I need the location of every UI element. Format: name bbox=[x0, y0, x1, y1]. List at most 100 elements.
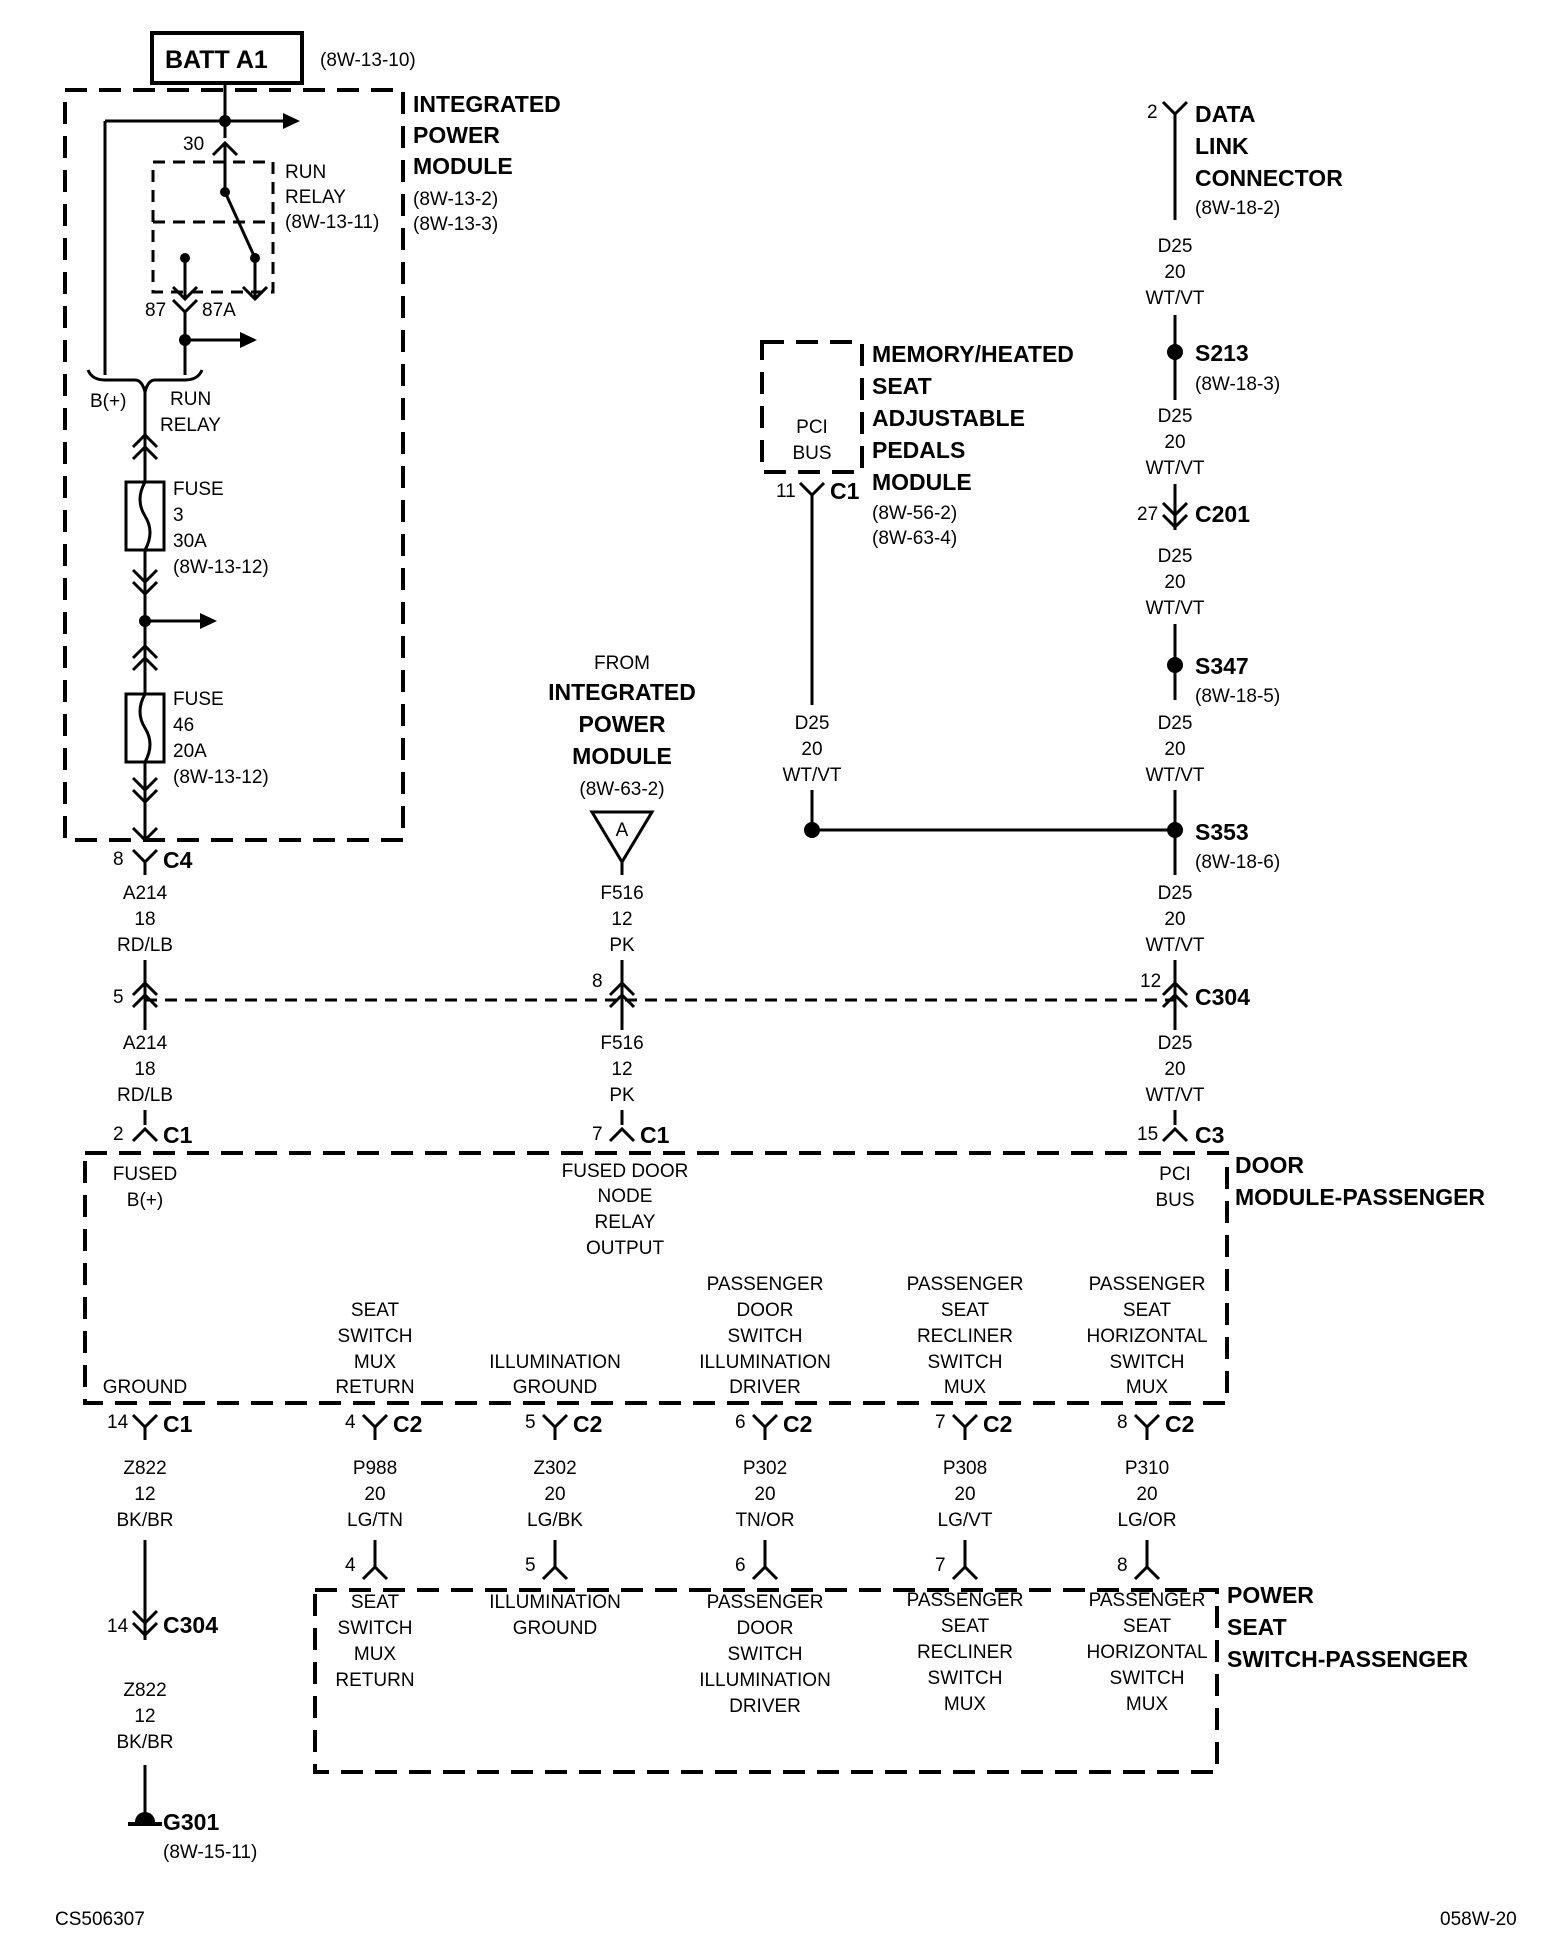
memseat-label-2: SEAT bbox=[872, 373, 932, 399]
dm-p6-4: ILLUMINATION bbox=[699, 1352, 831, 1373]
d25-gauge-6: 20 bbox=[1164, 1059, 1185, 1080]
z822-code-2: Z822 bbox=[123, 1680, 166, 1701]
dlc-pin: 2 bbox=[1147, 102, 1158, 123]
connector-icon bbox=[361, 1564, 389, 1581]
d25-code-5: D25 bbox=[1158, 883, 1193, 904]
batt-box bbox=[150, 31, 304, 85]
pss-p8-3: HORIZONTAL bbox=[1086, 1642, 1207, 1663]
memseat-conn: C1 bbox=[830, 478, 860, 504]
c4-pin: 8 bbox=[113, 849, 124, 870]
pss-p4-1: SEAT bbox=[351, 1592, 400, 1613]
d25-color-4: WT/VT bbox=[1145, 765, 1204, 786]
door-module-box bbox=[83, 1151, 1229, 1405]
g301-ref: (8W-15-11) bbox=[163, 1842, 257, 1863]
dlc-ref: (8W-18-2) bbox=[1195, 198, 1280, 219]
z822-gauge: 12 bbox=[134, 1484, 155, 1505]
p988-color: LG/TN bbox=[347, 1510, 403, 1531]
connector-icon bbox=[608, 1126, 636, 1143]
a214-color: RD/LB bbox=[117, 935, 173, 956]
z302-gauge: 20 bbox=[544, 1484, 565, 1505]
dlc-label-2: LINK bbox=[1195, 133, 1249, 159]
from-label: FROM bbox=[594, 653, 650, 674]
dlc-label-3: CONNECTOR bbox=[1195, 165, 1343, 191]
pss-p6-1: PASSENGER bbox=[707, 1592, 824, 1613]
p4-pin: 4 bbox=[345, 1412, 356, 1433]
footer-right: 058W-20 bbox=[1440, 1909, 1517, 1930]
dm-p6-1: PASSENGER bbox=[707, 1274, 824, 1295]
c1a-pin: 2 bbox=[113, 1124, 124, 1145]
dm-p4-3: MUX bbox=[354, 1352, 397, 1373]
d25-gauge-3: 20 bbox=[1164, 572, 1185, 593]
z822-code: Z822 bbox=[123, 1458, 166, 1479]
p4-conn: C2 bbox=[393, 1411, 422, 1437]
fuse-element bbox=[138, 481, 152, 551]
d25-color-6: WT/VT bbox=[1145, 1085, 1204, 1106]
pss-label-3: SWITCH-PASSENGER bbox=[1227, 1646, 1468, 1672]
connector-icon bbox=[131, 826, 159, 843]
c3-label-1: PCI bbox=[1159, 1164, 1191, 1185]
d25-gauge-m: 20 bbox=[801, 739, 822, 760]
fuse3-ref: (8W-13-12) bbox=[173, 557, 269, 578]
pss-p7-2: SEAT bbox=[941, 1616, 990, 1637]
dm-p8-4: SWITCH bbox=[1110, 1352, 1185, 1373]
ipm-label-2: POWER bbox=[413, 122, 500, 148]
connector-icon bbox=[951, 1413, 979, 1430]
splice-dot bbox=[1167, 657, 1183, 673]
a214-gauge: 18 bbox=[134, 909, 155, 930]
p302-gauge: 20 bbox=[754, 1484, 775, 1505]
connector-icon bbox=[131, 848, 159, 865]
bplus-run-1: RUN bbox=[170, 389, 211, 410]
z302-code: Z302 bbox=[533, 1458, 576, 1479]
z822-color-2: BK/BR bbox=[116, 1732, 173, 1753]
connector-icon bbox=[1161, 980, 1189, 1009]
pss-p4-pin: 4 bbox=[345, 1555, 356, 1576]
p5-conn: C2 bbox=[573, 1411, 602, 1437]
f516-gauge: 12 bbox=[611, 909, 632, 930]
c4-label: C4 bbox=[163, 847, 193, 873]
c304-pin-5: 5 bbox=[113, 987, 124, 1008]
f516-code: F516 bbox=[600, 883, 643, 904]
arrow-icon bbox=[200, 613, 217, 629]
d25-code-3: D25 bbox=[1158, 546, 1193, 567]
tri-label: A bbox=[616, 820, 629, 841]
connector-icon bbox=[241, 285, 269, 302]
pss-p6-pin: 6 bbox=[735, 1555, 746, 1576]
c1b-label-1: FUSED DOOR bbox=[562, 1161, 689, 1182]
connector-icon bbox=[131, 776, 159, 805]
ground-icon bbox=[135, 1812, 155, 1822]
connector-icon bbox=[951, 1564, 979, 1581]
door-module-label-2: MODULE-PASSENGER bbox=[1235, 1184, 1485, 1210]
dm-p4-4: RETURN bbox=[335, 1377, 414, 1398]
ipm-ref-1: (8W-13-2) bbox=[413, 189, 498, 210]
p8-conn: C2 bbox=[1165, 1411, 1194, 1437]
door-module-label-1: DOOR bbox=[1235, 1152, 1304, 1178]
c304-label: C304 bbox=[1195, 984, 1250, 1010]
p6-conn: C2 bbox=[783, 1411, 812, 1437]
dm-p7-4: SWITCH bbox=[928, 1352, 1003, 1373]
memseat-pci: PCI bbox=[796, 417, 828, 438]
c1a-label-1: FUSED bbox=[113, 1164, 177, 1185]
ipm-box bbox=[63, 88, 405, 842]
run-relay-ref: (8W-13-11) bbox=[285, 212, 379, 233]
fuse-element bbox=[138, 693, 152, 763]
c304-label-2: C304 bbox=[163, 1612, 218, 1638]
ipm-label-1: INTEGRATED bbox=[413, 91, 561, 117]
p310-code: P310 bbox=[1125, 1458, 1169, 1479]
pss-p7-4: SWITCH bbox=[928, 1668, 1003, 1689]
d25-code-1: D25 bbox=[1158, 236, 1193, 257]
pss-p8-5: MUX bbox=[1126, 1694, 1169, 1715]
memseat-pin: 11 bbox=[776, 481, 796, 502]
p302-code: P302 bbox=[743, 1458, 787, 1479]
arrow-icon bbox=[240, 332, 257, 348]
s353-label: S353 bbox=[1195, 819, 1249, 845]
memseat-ref-1: (8W-56-2) bbox=[872, 503, 957, 524]
a214-gauge-2: 18 bbox=[134, 1059, 155, 1080]
run-relay-label-1: RUN bbox=[285, 162, 326, 183]
c1a-conn: C1 bbox=[163, 1122, 193, 1148]
p8-pin: 8 bbox=[1117, 1412, 1128, 1433]
pss-p4-2: SWITCH bbox=[338, 1618, 413, 1639]
s213-label: S213 bbox=[1195, 340, 1249, 366]
connector-icon bbox=[171, 298, 199, 315]
d25-gauge-4: 20 bbox=[1164, 739, 1185, 760]
dm-p6-3: SWITCH bbox=[728, 1326, 803, 1347]
